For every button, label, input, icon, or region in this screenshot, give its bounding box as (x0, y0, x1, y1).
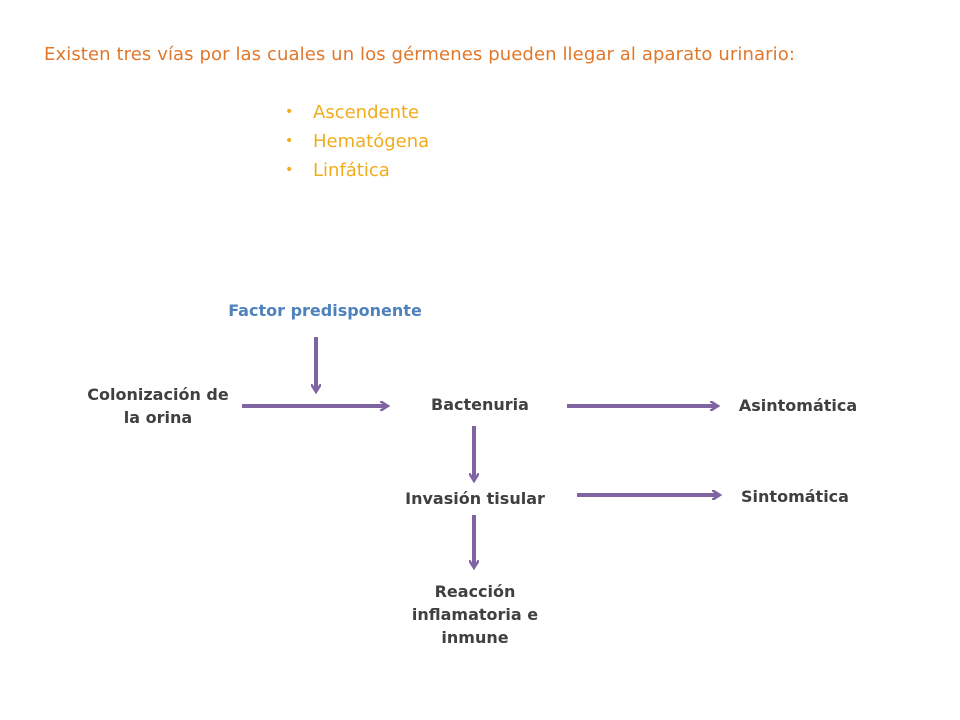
asintomatica-label: Asintomática (738, 396, 858, 415)
sintomatica-label: Sintomática (741, 487, 849, 506)
factor-predisponente-label: Factor predisponente (228, 301, 422, 320)
bullet-label: Linfática (313, 160, 390, 181)
bullet-icon: • (285, 162, 294, 178)
bullet-label: Ascendente (313, 102, 420, 123)
intro-text: Existen tres vías por las cuales un los … (44, 44, 795, 65)
colonizacion-label: Colonización de la orina (87, 385, 229, 427)
list-item: • Hematógena (283, 127, 429, 156)
bullet-icon: • (285, 104, 294, 120)
reaccion-label: Reacción inflamatoria e inmune (411, 582, 539, 647)
list-item: • Linfática (283, 156, 429, 185)
list-item: • Ascendente (283, 98, 429, 127)
bullet-label: Hematógena (313, 131, 430, 152)
bactenuria-label: Bactenuria (431, 395, 529, 414)
invasion-tisular-label: Invasión tisular (405, 489, 545, 508)
pathways-list: • Ascendente • Hematógena • Linfática (283, 98, 429, 185)
bullet-icon: • (285, 133, 294, 149)
